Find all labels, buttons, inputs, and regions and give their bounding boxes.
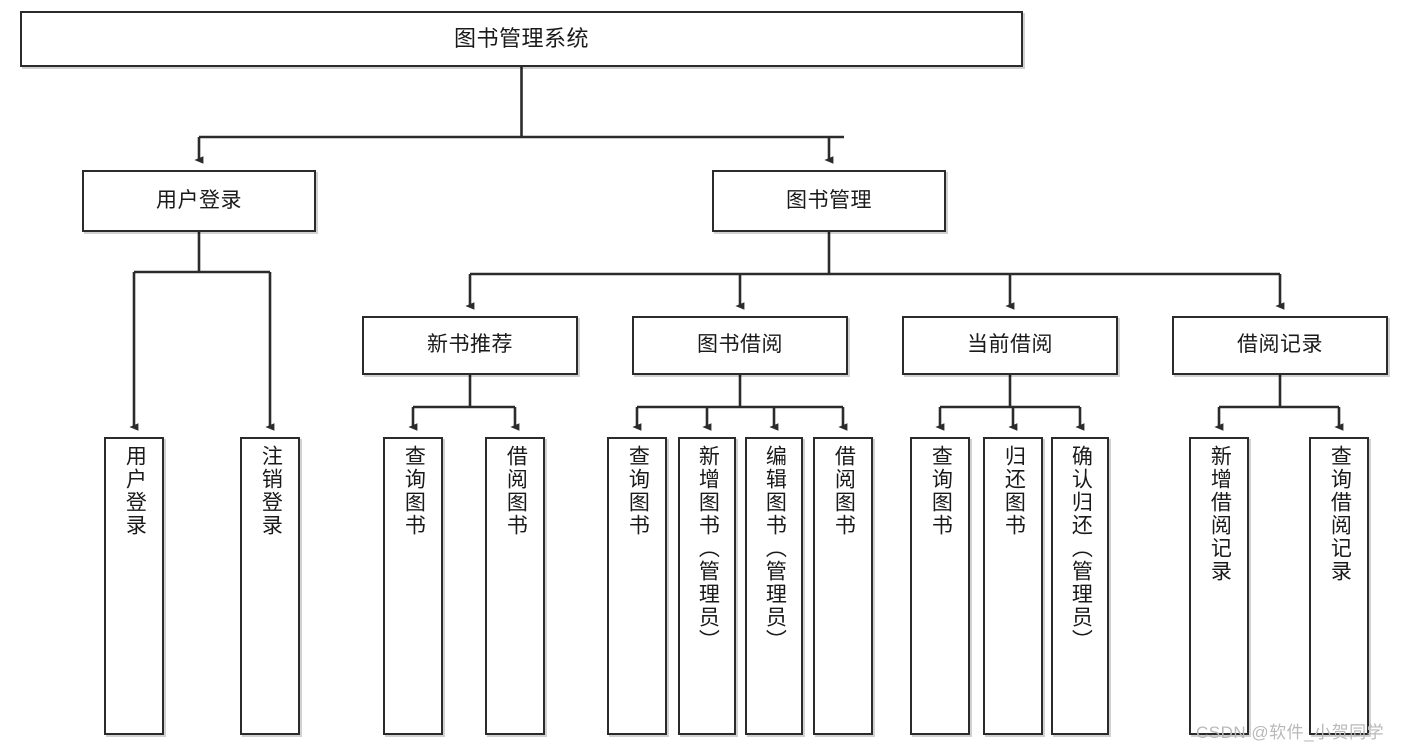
node-leaf-logout[interactable]: 注销登录 [240,437,300,735]
node-label: 借阅图书 [504,445,528,537]
node-root-system[interactable]: 图书管理系统 [20,11,1023,67]
node-label: 编辑图书（管理员） [763,445,787,652]
node-label: 查询图书 [626,445,650,537]
node-label: 归还图书 [1002,445,1026,537]
node-book-manage[interactable]: 图书管理 [712,170,946,232]
node-label: 新增借阅记录 [1208,445,1232,583]
node-leaf-edit-book[interactable]: 编辑图书（管理员） [745,437,803,735]
node-label: 图书管理系统 [453,26,589,52]
node-leaf-borrow-book-2[interactable]: 借阅图书 [813,437,873,735]
node-current-borrow[interactable]: 当前借阅 [902,316,1118,375]
node-leaf-add-record[interactable]: 新增借阅记录 [1189,437,1249,735]
node-label: 图书管理 [786,188,872,212]
node-label: 注销登录 [259,445,283,537]
node-leaf-query-record[interactable]: 查询借阅记录 [1309,437,1369,735]
node-label: 新增图书（管理员） [696,445,720,652]
node-leaf-query-book-3[interactable]: 查询图书 [910,437,970,735]
node-leaf-borrow-book-1[interactable]: 借阅图书 [485,437,545,735]
node-leaf-query-book-1[interactable]: 查询图书 [383,437,443,735]
node-leaf-user-login[interactable]: 用户登录 [104,437,164,735]
node-book-borrow[interactable]: 图书借阅 [632,316,848,375]
node-leaf-query-book-2[interactable]: 查询图书 [607,437,667,735]
node-borrow-record[interactable]: 借阅记录 [1172,316,1388,375]
node-label: 当前借阅 [967,333,1053,357]
node-leaf-confirm-return[interactable]: 确认归还（管理员） [1051,437,1109,735]
node-leaf-add-book[interactable]: 新增图书（管理员） [678,437,736,735]
node-label: 新书推荐 [427,333,513,357]
node-label: 借阅图书 [832,445,856,537]
node-leaf-return-book[interactable]: 归还图书 [983,437,1043,735]
node-label: 查询借阅记录 [1328,445,1352,583]
node-label: 用户登录 [156,188,242,212]
node-label: 查询图书 [402,445,426,537]
node-label: 借阅记录 [1237,333,1323,357]
node-label: 图书借阅 [697,333,783,357]
node-label: 查询图书 [929,445,953,537]
node-label: 确认归还（管理员） [1069,445,1093,652]
node-label: 用户登录 [123,445,147,537]
node-new-book-rec[interactable]: 新书推荐 [362,316,578,375]
node-user-login[interactable]: 用户登录 [82,170,316,232]
watermark-text: CSDN @软件_小贺同学 [1196,723,1385,742]
